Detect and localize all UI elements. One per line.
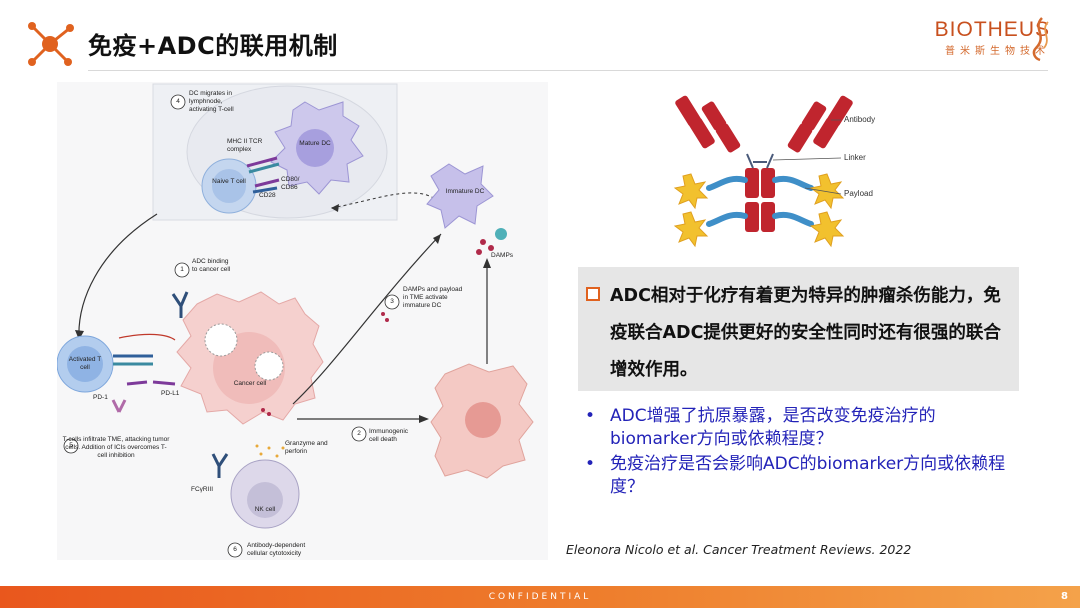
step-number-2: 2 (357, 430, 361, 437)
step5-label: T-cells infiltrate TME, attacking tumor … (62, 436, 170, 459)
nk-cell-label: NK cell (254, 506, 276, 513)
granzyme-label: Granzyme and perforin (285, 440, 328, 455)
cd28-label: CD28 (259, 192, 276, 199)
step-number-5: 5 (69, 442, 73, 449)
square-bullet-icon (586, 287, 600, 301)
activated-tcell-label: Activated T cell (68, 356, 102, 371)
step-number-4: 4 (176, 98, 180, 105)
step-number-3: 3 (390, 298, 394, 305)
brand-logo: BIOTHEUS 普米斯生物技术 (935, 18, 1050, 57)
question-item-2: • 免疫治疗是否会影响ADC的biomarker方向或依赖程度？ (585, 453, 1015, 499)
molecule-network-icon (28, 22, 74, 66)
page-number: 8 (1061, 591, 1068, 602)
cd80-label: CD80/ CD86 (281, 176, 300, 191)
step6-label: Antibody-dependent cellular cytotoxicity (247, 542, 306, 557)
antibody-label: Antibody (844, 115, 876, 124)
brand-swoosh-icon (1032, 17, 1049, 62)
mhc-tcr-label: MHC II TCR complex (227, 138, 263, 153)
page-title: 免疫+ADC的联用机制 (88, 32, 338, 60)
step-number-6: 6 (233, 546, 237, 553)
bullet-dot-icon: • (585, 454, 596, 474)
header-divider (88, 70, 1048, 71)
step4-label: DC migrates in lymphnode, activating T-c… (189, 90, 234, 113)
mechanism-figure: 1 2 3 4 5 6 DC migrates in lymphnode, ac… (57, 82, 548, 560)
brand-name: BIOTHEUS (934, 18, 1050, 41)
step1-label: ADC binding to cancer cell (192, 258, 231, 273)
naive-tcell-label: Naive T cell (212, 178, 246, 185)
payload-label: Payload (844, 189, 873, 198)
question-item-1: • ADC增强了抗原暴露，是否改变免疫治疗的biomarker方向或依赖程度？ (585, 405, 1015, 451)
footer-confidential: CONFIDENTIAL (488, 592, 592, 602)
brand-subtitle: 普米斯生物技术 (945, 46, 1050, 57)
footer-bar (0, 586, 1080, 608)
pdl1-label: PD-L1 (161, 390, 180, 397)
mature-dc-label: Mature DC (299, 140, 331, 147)
adc-structure-diagram: Antibody Linker Payload (655, 88, 905, 258)
pd1-label: PD-1 (93, 394, 108, 401)
linker-label: Linker (844, 153, 866, 162)
fcgr-label: FCγRIII (191, 486, 214, 493)
step-number-1: 1 (180, 266, 184, 273)
summary-box (578, 267, 1019, 391)
bullet-dot-icon: • (585, 406, 596, 426)
step3-label: DAMPs and payload in TME activate immatu… (403, 286, 463, 309)
question-text: 免疫治疗是否会影响ADC的biomarker方向或依赖程度？ (610, 454, 1006, 497)
summary-text: ADC相对于化疗有着更为特异的肿瘤杀伤能力，免疫联合ADC提供更好的安全性同时还… (610, 286, 1001, 380)
citation: Eleonora Nicolo et al. Cancer Treatment … (566, 542, 912, 557)
damps-label: DAMPs (491, 252, 514, 259)
immature-dc-label: Immature DC (445, 188, 485, 195)
question-text: ADC增强了抗原暴露，是否改变免疫治疗的biomarker方向或依赖程度？ (610, 406, 936, 449)
mature-dc-cell (270, 101, 364, 195)
cancer-cell-label: Cancer cell (233, 380, 267, 387)
step2-label: Immunogenic cell death (369, 428, 409, 443)
